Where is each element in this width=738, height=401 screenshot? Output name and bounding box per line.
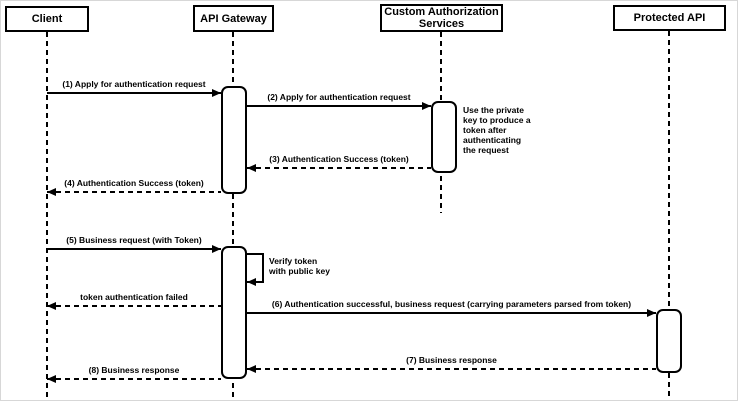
lifeline-api-gateway <box>232 32 234 399</box>
self-message-label-verify-token: Verify token with public key <box>269 256 330 276</box>
participant-label-client: Client <box>31 13 63 25</box>
lifeline-client <box>46 32 48 399</box>
activation-api-gateway-auth <box>221 86 247 194</box>
participant-label-custom-authorization-services: Custom Authorization Services <box>384 6 499 30</box>
message-line-msg-3 <box>247 167 431 169</box>
message-line-msg-token-failed <box>47 305 221 307</box>
message-label-msg-2: (2) Apply for authentication request <box>267 92 411 102</box>
arrowhead-left-icon <box>247 164 256 172</box>
participant-box-protected-api: Protected API <box>613 5 726 31</box>
arrowhead-left-icon <box>47 188 56 196</box>
message-line-msg-2 <box>247 105 431 107</box>
activation-protected-api <box>656 309 682 373</box>
participant-label-api-gateway: API Gateway <box>200 12 267 25</box>
message-line-msg-1 <box>47 92 221 94</box>
arrowhead-left-icon <box>247 365 256 373</box>
arrowhead-left-icon <box>47 302 56 310</box>
message-label-msg-3: (3) Authentication Success (token) <box>269 154 409 164</box>
message-label-msg-4: (4) Authentication Success (token) <box>64 178 204 188</box>
message-line-msg-5 <box>47 248 221 250</box>
participant-box-custom-authorization-services: Custom Authorization Services <box>380 4 503 32</box>
message-label-msg-6: (6) Authentication successful, business … <box>271 299 632 309</box>
activation-custom-auth-services <box>431 101 457 173</box>
arrowhead-left-icon <box>247 278 256 286</box>
note-private-key-note: Use the private key to produce a token a… <box>463 105 531 155</box>
message-label-msg-1: (1) Apply for authentication request <box>62 79 206 89</box>
arrowhead-right-icon <box>647 309 656 317</box>
message-line-msg-8 <box>47 378 221 380</box>
message-label-msg-8: (8) Business response <box>88 365 180 375</box>
participant-box-api-gateway: API Gateway <box>193 5 274 32</box>
activation-api-gateway-business <box>221 246 247 379</box>
message-line-msg-6 <box>247 312 656 314</box>
message-label-msg-token-failed: token authentication failed <box>80 292 188 302</box>
message-label-msg-7: (7) Business response <box>406 355 497 365</box>
arrowhead-right-icon <box>422 102 431 110</box>
arrowhead-right-icon <box>212 89 221 97</box>
message-label-msg-5: (5) Business request (with Token) <box>66 235 202 245</box>
message-line-msg-7 <box>247 368 656 370</box>
participant-label-protected-api: Protected API <box>633 12 706 24</box>
participant-box-client: Client <box>5 6 89 32</box>
arrowhead-right-icon <box>212 245 221 253</box>
arrowhead-left-icon <box>47 375 56 383</box>
lifeline-protected-api <box>668 31 670 399</box>
message-line-msg-4 <box>47 191 221 193</box>
